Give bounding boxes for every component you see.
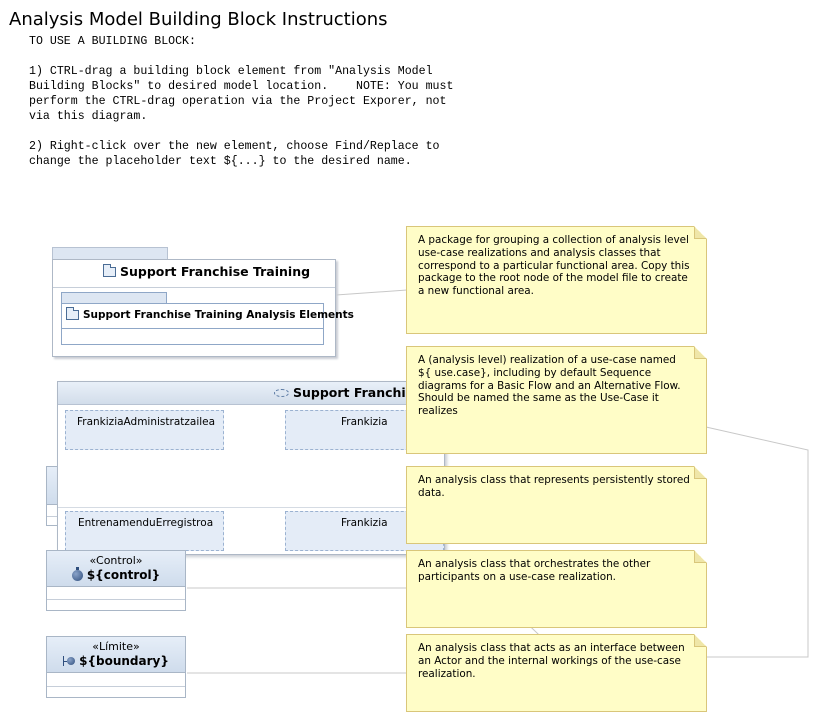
- note-boundary[interactable]: An analysis class that acts as an interf…: [406, 634, 707, 712]
- inner-package-tab: [61, 292, 167, 304]
- collaboration-icon: [274, 388, 289, 397]
- boundary-name: ${boundary}: [79, 654, 169, 668]
- collaboration-header: [58, 382, 444, 405]
- collaboration-name: Support Franchise: [293, 385, 422, 400]
- package-support-franchise-training[interactable]: Support Franchise Training Support Franc…: [52, 259, 354, 357]
- folder-icon: [103, 263, 116, 277]
- boundary-class[interactable]: «Límite» ${boundary}: [46, 636, 186, 698]
- note-package[interactable]: A package for grouping a collection of a…: [406, 226, 707, 334]
- control-class-header: «Control» ${control}: [47, 551, 185, 587]
- boundary-icon: [63, 656, 76, 666]
- package-separator: [53, 287, 335, 288]
- collaboration-title: Support Franchise: [274, 385, 422, 400]
- part-frankizia-administratzailea[interactable]: FrankiziaAdministratzailea: [65, 410, 224, 450]
- inner-package-title: Support Franchise Training Analysis Elem…: [66, 307, 354, 321]
- boundary-stereotype: «Límite»: [92, 640, 140, 653]
- inner-package-separator: [62, 328, 323, 329]
- boundary-class-header: «Límite» ${boundary}: [47, 637, 185, 673]
- control-name-row: ${control}: [47, 566, 185, 583]
- control-class[interactable]: «Control» ${control}: [46, 550, 186, 611]
- package-title: Support Franchise Training: [103, 263, 311, 279]
- boundary-class-separator: [47, 686, 185, 687]
- part-label: FrankiziaAdministratzailea: [77, 416, 216, 428]
- control-name: ${control}: [86, 568, 161, 582]
- package-tab: [52, 247, 168, 260]
- part-label: Frankizia: [341, 517, 388, 529]
- diagram-title: Analysis Model Building Block Instructio…: [9, 9, 388, 30]
- connector-package-note: [335, 289, 408, 296]
- part-entrenamendu-erregistroa[interactable]: EntrenamenduErregistroa: [65, 511, 224, 551]
- note-control[interactable]: An analysis class that orchestrates the …: [406, 550, 707, 628]
- control-class-separator: [47, 599, 185, 600]
- note-text: An analysis class that orchestrates the …: [418, 558, 651, 583]
- control-stereotype: «Control»: [89, 554, 143, 567]
- part-label: EntrenamenduErregistroa: [78, 517, 214, 529]
- folder-icon: [66, 307, 79, 320]
- note-text: A (analysis level) realization of a use-…: [418, 354, 681, 418]
- note-entity[interactable]: An analysis class that represents persis…: [406, 466, 707, 544]
- note-collaboration[interactable]: A (analysis level) realization of a use-…: [406, 346, 707, 454]
- control-icon: [71, 566, 83, 581]
- instructions-text: TO USE A BUILDING BLOCK: 1) CTRL-drag a …: [29, 35, 454, 168]
- connector-collaboration-note: [705, 426, 809, 658]
- package-name: Support Franchise Training: [120, 264, 311, 279]
- note-text: A package for grouping a collection of a…: [418, 234, 690, 298]
- inner-package-name: Support Franchise Training Analysis Elem…: [83, 309, 354, 321]
- note-text: An analysis class that acts as an interf…: [418, 642, 685, 680]
- collaboration-separator: [58, 507, 444, 508]
- boundary-name-row: ${boundary}: [47, 653, 185, 669]
- note-text: An analysis class that represents persis…: [418, 474, 690, 499]
- collaboration-support-franchise[interactable]: Support Franchise FrankiziaAdministratza…: [57, 381, 445, 555]
- inner-package[interactable]: Support Franchise Training Analysis Elem…: [61, 303, 354, 345]
- part-label: Frankizia: [341, 416, 388, 428]
